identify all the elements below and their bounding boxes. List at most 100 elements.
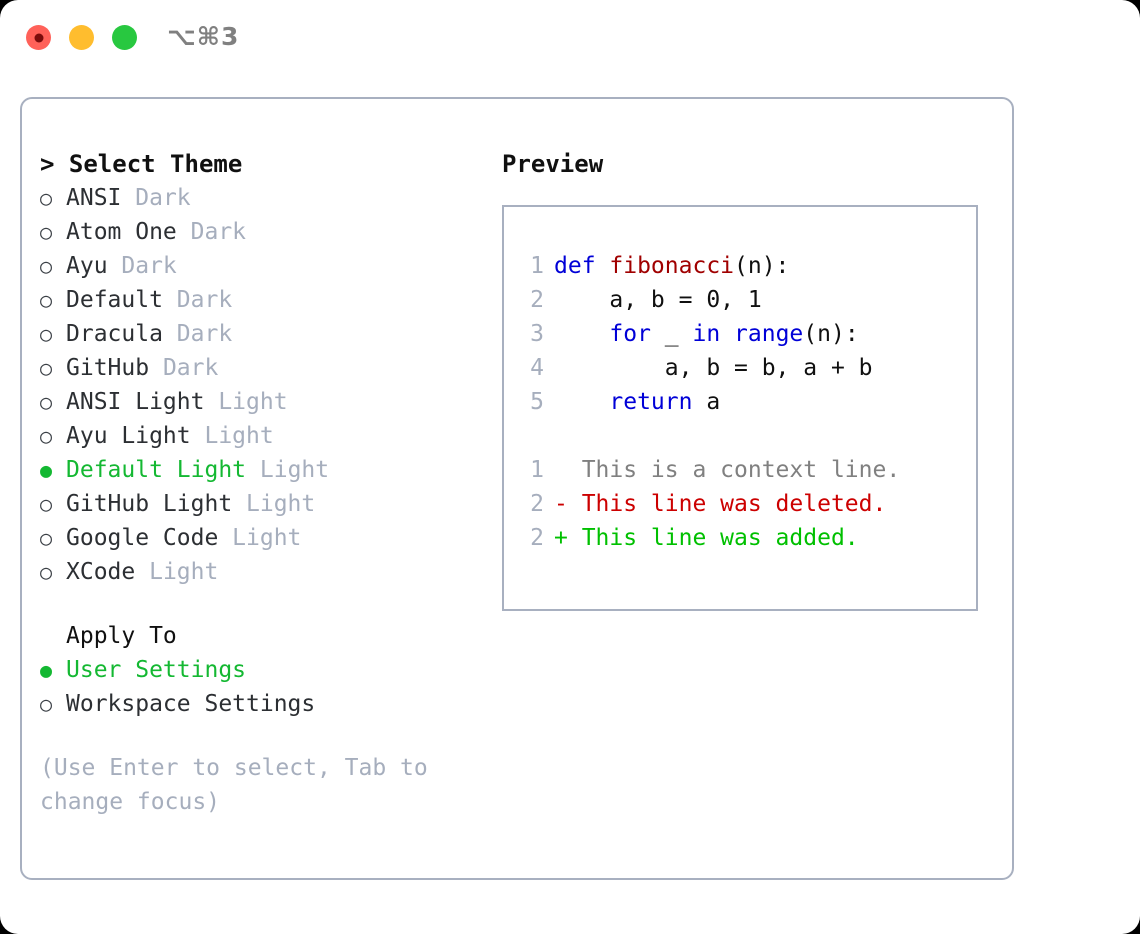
- code-line: 1 def fibonacci(n):: [510, 249, 900, 283]
- line-number: 3: [530, 321, 544, 347]
- theme-list-item[interactable]: ○ Dracula Dark: [40, 317, 480, 351]
- theme-list-item[interactable]: ○ ANSI Light Light: [40, 385, 480, 419]
- theme-selection-pane: > Select Theme ○ANSI Dark○Atom One Dark○…: [40, 147, 480, 819]
- apply-to-label: User Settings: [66, 657, 247, 683]
- code-token: return: [609, 389, 693, 415]
- code-token: a: [692, 389, 721, 415]
- diff-line: 1 This is a context line.: [510, 453, 900, 487]
- code-token: (n):: [803, 321, 859, 347]
- close-button[interactable]: [26, 25, 51, 50]
- code-blank-line: [510, 419, 900, 453]
- code-token: (n):: [734, 253, 790, 279]
- theme-name-label: Ayu Light: [66, 423, 205, 449]
- theme-list-item[interactable]: ○XCode Light: [40, 555, 480, 589]
- radio-selected-icon: ●: [40, 458, 53, 482]
- theme-list-item[interactable]: ○ ANSI Dark: [40, 181, 480, 215]
- theme-list-item[interactable]: ○GitHub Dark: [40, 351, 480, 385]
- radio-unselected-icon: ○: [40, 492, 53, 516]
- theme-name-label: GitHub: [66, 355, 163, 381]
- code-token: [554, 321, 609, 347]
- theme-mode-label: Dark: [121, 253, 177, 279]
- code-text: def fibonacci(n):: [554, 249, 789, 283]
- preview-heading: Preview: [502, 150, 604, 178]
- diff-token: + This line was added.: [554, 525, 859, 551]
- radio-unselected-icon: ○: [40, 186, 53, 210]
- code-token: [554, 389, 609, 415]
- theme-list-item[interactable]: ○ GitHub Light Light: [40, 487, 480, 521]
- radio-unselected-icon: ○: [40, 560, 53, 584]
- code-text: + This line was added.: [554, 521, 859, 555]
- theme-list-item[interactable]: ○ Ayu Dark: [40, 249, 480, 283]
- theme-name-label: ANSI Light: [66, 389, 219, 415]
- theme-mode-label: Light: [259, 457, 330, 483]
- radio-selected-icon: ●: [40, 658, 53, 682]
- theme-name-label: ANSI: [66, 185, 136, 211]
- maximize-button[interactable]: [112, 25, 137, 50]
- diff-token: This is a context line.: [554, 457, 901, 483]
- line-number: 1: [530, 457, 544, 483]
- diff-line: 2+ This line was added.: [510, 521, 900, 555]
- theme-name-label: GitHub Light: [66, 491, 247, 517]
- keyboard-hint-text: (Use Enter to select, Tab to change focu…: [40, 755, 428, 815]
- theme-mode-label: Dark: [190, 219, 247, 245]
- code-text: a, b = 0, 1: [554, 283, 761, 317]
- radio-unselected-icon: ○: [40, 254, 53, 278]
- diff-token: - This line was deleted.: [554, 491, 887, 517]
- theme-mode-label: Dark: [176, 321, 233, 347]
- diff-line: 2 - This line was deleted.: [510, 487, 900, 521]
- theme-name-label: Default Light: [66, 457, 260, 483]
- theme-list-item[interactable]: ○Atom One Dark: [40, 215, 480, 249]
- code-line: 3 for _ in range(n):: [510, 317, 900, 351]
- theme-mode-label: Light: [218, 389, 288, 415]
- apply-to-label: Workspace Settings: [66, 691, 316, 717]
- theme-list-item[interactable]: ○Google Code Light: [40, 521, 480, 555]
- select-theme-heading: > Select Theme: [40, 150, 243, 178]
- minimize-button[interactable]: [69, 25, 94, 50]
- radio-unselected-icon: ○: [40, 692, 53, 716]
- radio-unselected-icon: ○: [40, 322, 53, 346]
- theme-list-item[interactable]: ○Ayu Light Light: [40, 419, 480, 453]
- theme-picker-card: > Select Theme ○ANSI Dark○Atom One Dark○…: [20, 97, 1014, 880]
- radio-unselected-icon: ○: [40, 526, 53, 550]
- apply-to-option[interactable]: ● User Settings: [40, 653, 480, 687]
- line-number: 5: [530, 389, 544, 415]
- apply-to-option[interactable]: ○ Workspace Settings: [40, 687, 480, 721]
- code-token: _: [650, 321, 693, 347]
- line-number: 1: [530, 253, 544, 279]
- code-line: 2 a, b = 0, 1: [510, 283, 900, 317]
- title-bar: ⌥⌘3: [0, 0, 1140, 78]
- keyboard-shortcut-label: ⌥⌘3: [167, 22, 240, 51]
- window-controls: [26, 25, 137, 50]
- theme-mode-label: Light: [246, 491, 316, 517]
- code-token: def: [554, 253, 610, 279]
- code-text: a, b = b, a + b: [554, 351, 873, 385]
- theme-list-item[interactable]: ○Default Dark: [40, 283, 480, 317]
- code-line: 4 a, b = b, a + b: [510, 351, 900, 385]
- theme-name-label: Google Code: [66, 525, 233, 551]
- line-number: 4: [530, 355, 544, 381]
- code-token: [720, 321, 734, 347]
- code-text: - This line was deleted.: [554, 487, 886, 521]
- radio-unselected-icon: ○: [40, 220, 53, 244]
- theme-name-label: XCode: [66, 559, 150, 585]
- radio-unselected-icon: ○: [40, 356, 53, 380]
- code-token: for: [609, 321, 651, 347]
- apply-to-list[interactable]: ● User Settings ○ Workspace Settings: [40, 653, 480, 721]
- theme-name-label: Ayu: [66, 253, 122, 279]
- theme-name-label: Default: [66, 287, 177, 313]
- code-token: range: [734, 321, 804, 347]
- theme-mode-label: Dark: [135, 185, 191, 211]
- theme-list[interactable]: ○ANSI Dark○Atom One Dark○Ayu Dark○Defaul…: [40, 181, 480, 589]
- apply-to-heading: Apply To: [66, 623, 177, 649]
- theme-list-item[interactable]: ● Default Light Light: [40, 453, 480, 487]
- code-text: for _ in range(n):: [554, 317, 859, 351]
- radio-unselected-icon: ○: [40, 424, 53, 448]
- theme-name-label: Dracula: [66, 321, 177, 347]
- line-number: 2: [530, 491, 544, 517]
- radio-unselected-icon: ○: [40, 390, 53, 414]
- code-text: return a: [554, 385, 720, 419]
